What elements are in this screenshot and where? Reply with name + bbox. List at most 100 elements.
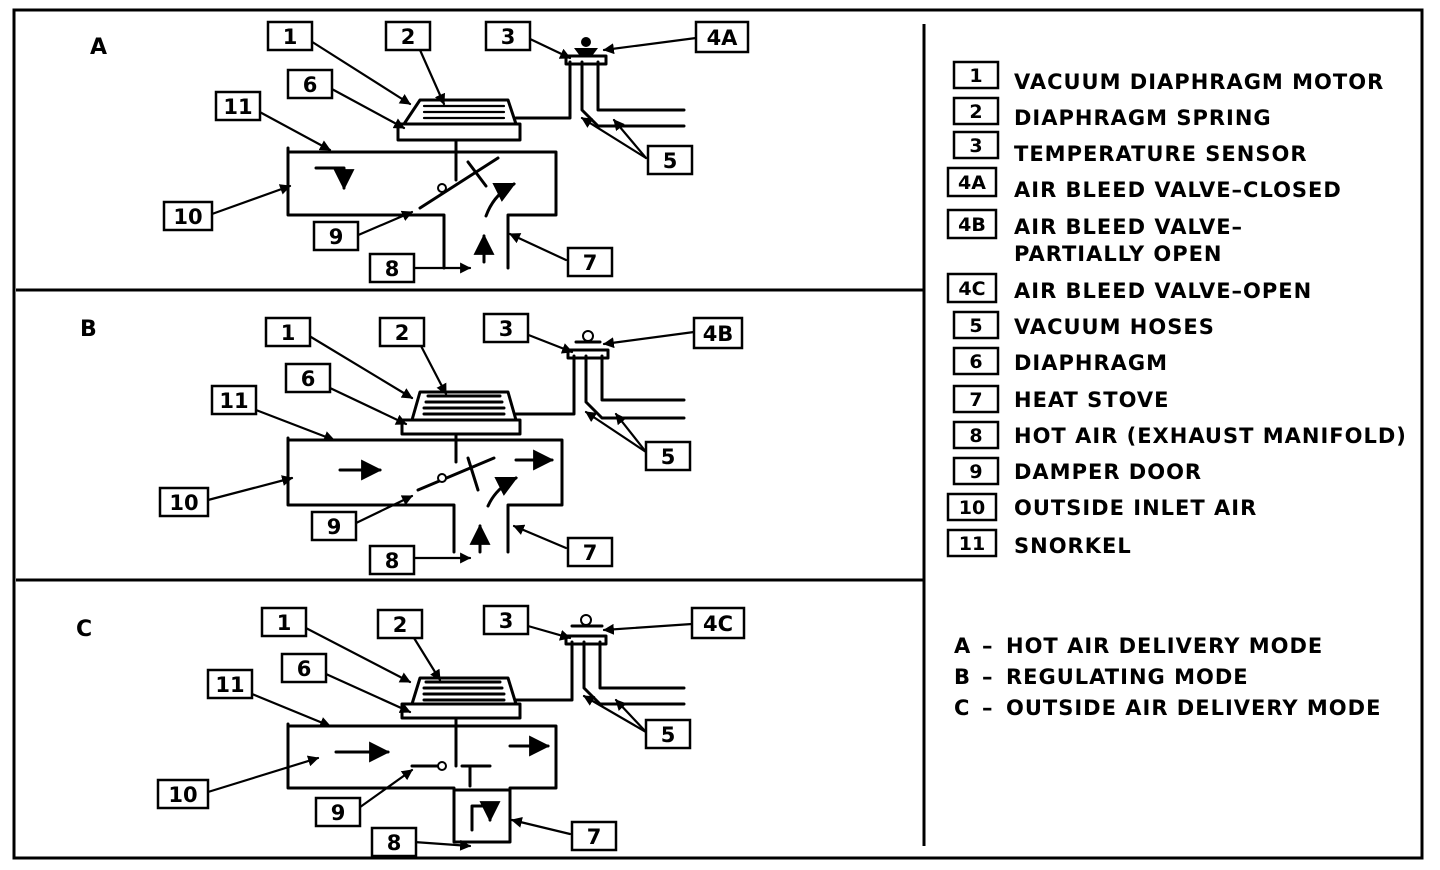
svg-text:3: 3 bbox=[501, 25, 516, 49]
legend-label-4b-line2: PARTIALLY OPEN bbox=[1014, 242, 1223, 266]
svg-text:4B: 4B bbox=[958, 214, 986, 236]
callout-b-10: 10 bbox=[158, 486, 210, 518]
svg-text:6: 6 bbox=[301, 367, 316, 391]
legend-box-9: 9 bbox=[952, 456, 1000, 486]
panel-c-tag: C bbox=[76, 617, 92, 642]
legend-box-10: 10 bbox=[946, 492, 998, 522]
svg-text:5: 5 bbox=[661, 445, 676, 469]
svg-text:7: 7 bbox=[583, 541, 598, 565]
legend-label-7: HEAT STOVE bbox=[1014, 388, 1170, 412]
legend-label-3: TEMPERATURE SENSOR bbox=[1014, 142, 1308, 166]
callout-a-6: 6 bbox=[286, 68, 334, 100]
svg-text:4C: 4C bbox=[958, 278, 985, 300]
callout-b-11: 11 bbox=[210, 384, 258, 416]
panel-c-temp-sensor bbox=[564, 634, 608, 646]
svg-text:11: 11 bbox=[959, 533, 985, 555]
svg-text:3: 3 bbox=[499, 317, 514, 341]
callout-a-1: 1 bbox=[266, 20, 314, 52]
svg-text:9: 9 bbox=[969, 461, 982, 483]
panel-b-air-duct bbox=[286, 436, 564, 554]
legend-box-7: 7 bbox=[952, 384, 1000, 414]
panel-c-air-duct bbox=[286, 722, 558, 844]
callout-b-9: 9 bbox=[310, 510, 358, 542]
legend-box-4a: 4A bbox=[946, 166, 998, 198]
callout-c-11: 11 bbox=[206, 668, 254, 700]
svg-text:5: 5 bbox=[969, 315, 982, 337]
legend-label-9: DAMPER DOOR bbox=[1014, 460, 1202, 484]
svg-text:7: 7 bbox=[587, 825, 602, 849]
svg-text:1: 1 bbox=[969, 65, 982, 87]
svg-text:8: 8 bbox=[387, 831, 402, 855]
svg-text:3: 3 bbox=[969, 135, 982, 157]
svg-text:–: – bbox=[982, 665, 994, 689]
panel-b: B 1 2 3 4B 6 11 5 10 9 bbox=[80, 312, 744, 576]
legend-box-5: 5 bbox=[952, 310, 1000, 340]
callout-b-3: 3 bbox=[482, 312, 530, 344]
mode-list: A – HOT AIR DELIVERY MODE B – REGULATING… bbox=[954, 634, 1380, 720]
svg-text:11: 11 bbox=[223, 95, 252, 119]
svg-text:6: 6 bbox=[969, 351, 982, 373]
svg-text:1: 1 bbox=[281, 321, 296, 345]
callout-c-6: 6 bbox=[280, 652, 328, 684]
legend-box-8: 8 bbox=[952, 420, 1000, 450]
legend-box-4c: 4C bbox=[946, 272, 998, 304]
callout-b-2: 2 bbox=[378, 316, 426, 348]
panel-a-air-duct bbox=[286, 146, 558, 270]
svg-text:10: 10 bbox=[959, 497, 985, 519]
svg-text:8: 8 bbox=[969, 425, 982, 447]
panel-c: C 1 2 3 4C 6 11 5 10 9 8 bbox=[76, 604, 746, 858]
legend-label-1: VACUUM DIAPHRAGM MOTOR bbox=[1014, 70, 1384, 94]
svg-text:10: 10 bbox=[168, 783, 197, 807]
panel-b-vacuum-hose bbox=[514, 354, 686, 420]
legend-box-3: 3 bbox=[952, 130, 1000, 160]
svg-text:4A: 4A bbox=[707, 26, 739, 50]
svg-text:2: 2 bbox=[395, 321, 410, 345]
svg-text:10: 10 bbox=[169, 491, 198, 515]
svg-text:9: 9 bbox=[331, 801, 346, 825]
callout-b-4b: 4B bbox=[692, 316, 744, 350]
legend: 1 VACUUM DIAPHRAGM MOTOR 2 DIAPHRAGM SPR… bbox=[946, 60, 1406, 558]
svg-text:11: 11 bbox=[215, 673, 244, 697]
svg-text:9: 9 bbox=[327, 515, 342, 539]
panel-b-diaphragm bbox=[400, 418, 522, 436]
outer-frame bbox=[12, 8, 1424, 860]
callout-a-4a: 4A bbox=[694, 20, 750, 54]
callout-c-9: 9 bbox=[314, 796, 362, 828]
svg-text:4B: 4B bbox=[703, 322, 734, 346]
svg-text:8: 8 bbox=[385, 549, 400, 573]
callout-c-8: 8 bbox=[370, 826, 418, 858]
svg-text:2: 2 bbox=[393, 613, 408, 637]
mode-b-letter: B bbox=[954, 665, 971, 689]
legend-label-4b: AIR BLEED VALVE– bbox=[1014, 215, 1243, 239]
panel-c-flow-heat-stove bbox=[470, 801, 501, 832]
legend-label-5: VACUUM HOSES bbox=[1014, 315, 1215, 339]
legend-box-11: 11 bbox=[946, 528, 998, 558]
panel-b-temp-sensor bbox=[566, 348, 610, 360]
callout-a-3: 3 bbox=[484, 20, 532, 52]
svg-text:–: – bbox=[982, 696, 994, 720]
callout-a-11: 11 bbox=[214, 90, 262, 122]
legend-label-4a: AIR BLEED VALVE–CLOSED bbox=[1014, 178, 1342, 202]
panel-a: A 1 2 3 4A bbox=[90, 20, 750, 284]
panel-b-damper-door bbox=[416, 456, 496, 492]
panel-a-damper-door bbox=[418, 156, 500, 210]
mode-a-letter: A bbox=[954, 634, 971, 658]
callout-a-10: 10 bbox=[162, 200, 214, 232]
legend-box-4b: 4B bbox=[946, 208, 998, 240]
callout-b-6: 6 bbox=[284, 362, 332, 394]
panel-c-vacuum-hose bbox=[514, 640, 686, 706]
callout-b-5: 5 bbox=[644, 440, 692, 472]
callout-c-5: 5 bbox=[644, 718, 692, 750]
legend-box-6: 6 bbox=[952, 346, 1000, 376]
svg-text:1: 1 bbox=[283, 25, 298, 49]
legend-label-6: DIAPHRAGM bbox=[1014, 351, 1168, 375]
svg-text:3: 3 bbox=[499, 609, 514, 633]
svg-text:6: 6 bbox=[303, 73, 318, 97]
mode-b-label: REGULATING MODE bbox=[1006, 665, 1249, 689]
callout-c-10: 10 bbox=[156, 778, 210, 810]
svg-text:7: 7 bbox=[583, 251, 598, 275]
callout-c-2: 2 bbox=[376, 608, 424, 640]
callout-a-9: 9 bbox=[312, 220, 360, 252]
callout-c-7: 7 bbox=[570, 820, 618, 852]
